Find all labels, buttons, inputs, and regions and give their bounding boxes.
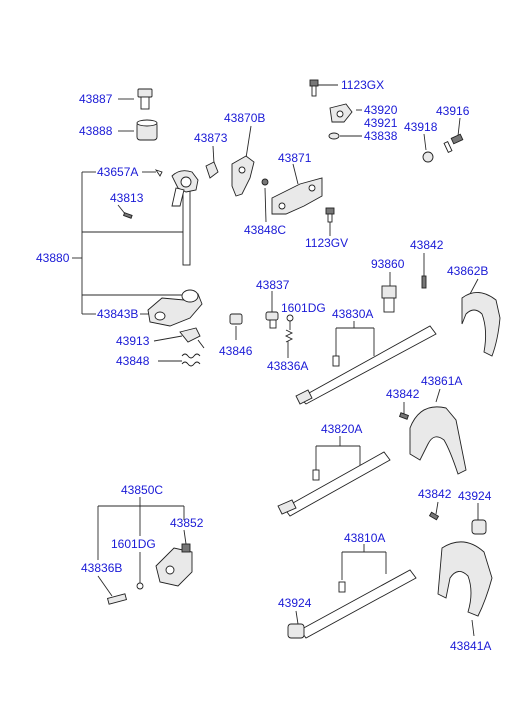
bolt-1123GV	[325, 207, 335, 223]
pin-43842-top	[421, 275, 427, 289]
label-43916[interactable]: 43916	[436, 104, 470, 118]
bracket-43920	[329, 103, 353, 123]
label-43861A[interactable]: 43861A	[421, 374, 462, 388]
shift-rail-43830A	[295, 325, 437, 405]
label-43880[interactable]: 43880	[36, 251, 70, 265]
label-93860[interactable]: 93860	[371, 257, 405, 271]
bolt-43837	[265, 311, 279, 329]
bracket-43870B	[231, 155, 255, 197]
switch-93860	[381, 285, 397, 313]
bolt-1123GX	[309, 79, 319, 97]
label-43842-bottom[interactable]: 43842	[418, 487, 452, 501]
bracket-43850C	[155, 547, 193, 587]
label-43921[interactable]: 43921	[364, 116, 398, 130]
bolt-43916	[443, 133, 464, 153]
part-labels: 43887 43888 43657A 43813 43880 43843B 43…	[36, 78, 492, 653]
label-43846[interactable]: 43846	[219, 344, 253, 358]
bolt-43836B	[106, 593, 128, 605]
label-43918[interactable]: 43918	[404, 120, 438, 134]
ball-1601DG-top	[286, 314, 294, 322]
label-1601DG-bottom[interactable]: 1601DG	[111, 537, 156, 551]
shift-rail-43810A	[299, 569, 417, 639]
washer-43918	[422, 151, 434, 163]
plug-43846	[229, 313, 243, 325]
label-43838[interactable]: 43838	[364, 129, 398, 143]
shift-lever-43880	[171, 170, 199, 266]
pin-43813	[122, 212, 133, 219]
fork-43862B	[461, 292, 501, 357]
spring-43848	[181, 353, 201, 367]
bushing-43924-left	[287, 623, 305, 639]
label-43836B[interactable]: 43836B	[81, 561, 122, 575]
washer-43848C	[261, 178, 269, 186]
washer-43838	[328, 132, 340, 140]
label-43842-top[interactable]: 43842	[410, 238, 444, 252]
bolt-43887	[137, 88, 153, 110]
label-43913[interactable]: 43913	[116, 334, 150, 348]
label-43873[interactable]: 43873	[194, 131, 228, 145]
plate-43913	[179, 327, 201, 343]
label-43870B[interactable]: 43870B	[224, 111, 265, 125]
label-43657A[interactable]: 43657A	[97, 165, 138, 179]
pin-43842-mid	[398, 412, 410, 420]
label-1123GV[interactable]: 1123GV	[305, 236, 348, 250]
label-43862B[interactable]: 43862B	[447, 264, 488, 278]
clip-43873	[205, 161, 219, 179]
pin-43842-bottom	[428, 511, 440, 521]
shift-lug-43843B	[147, 289, 203, 327]
label-43810A[interactable]: 43810A	[344, 531, 385, 545]
bushing-43888	[136, 119, 158, 141]
label-1123GX[interactable]: 1123GX	[341, 78, 384, 92]
label-43848C[interactable]: 43848C	[244, 223, 286, 237]
spring-43836A	[284, 329, 294, 343]
label-43820A[interactable]: 43820A	[321, 422, 362, 436]
label-43924-right[interactable]: 43924	[458, 489, 492, 503]
fork-43841A	[437, 541, 493, 617]
label-43850C[interactable]: 43850C	[121, 483, 163, 497]
label-43837[interactable]: 43837	[256, 278, 290, 292]
bushing-43924-right	[471, 519, 487, 535]
label-43841A[interactable]: 43841A	[450, 639, 491, 653]
label-43836A[interactable]: 43836A	[267, 359, 308, 373]
pin-43913	[197, 339, 205, 349]
label-43848[interactable]: 43848	[116, 354, 150, 368]
label-43887[interactable]: 43887	[79, 92, 113, 106]
label-43830A[interactable]: 43830A	[332, 307, 373, 321]
pin-43657A	[154, 169, 163, 177]
bolt-43852	[181, 543, 191, 553]
label-43813[interactable]: 43813	[110, 191, 144, 205]
label-43852[interactable]: 43852	[170, 516, 204, 530]
label-43842-mid[interactable]: 43842	[386, 387, 420, 401]
bracket-43871	[271, 177, 323, 215]
label-43924-left[interactable]: 43924	[278, 596, 312, 610]
ball-1601DG-bottom	[136, 582, 144, 590]
label-43871[interactable]: 43871	[278, 151, 312, 165]
label-43843B[interactable]: 43843B	[97, 307, 138, 321]
leader-lines	[72, 84, 479, 637]
label-43888[interactable]: 43888	[79, 124, 113, 138]
fork-43861A	[409, 406, 467, 475]
label-43920[interactable]: 43920	[364, 103, 398, 117]
shift-rail-43820A	[277, 451, 391, 517]
label-1601DG-top[interactable]: 1601DG	[281, 301, 326, 315]
